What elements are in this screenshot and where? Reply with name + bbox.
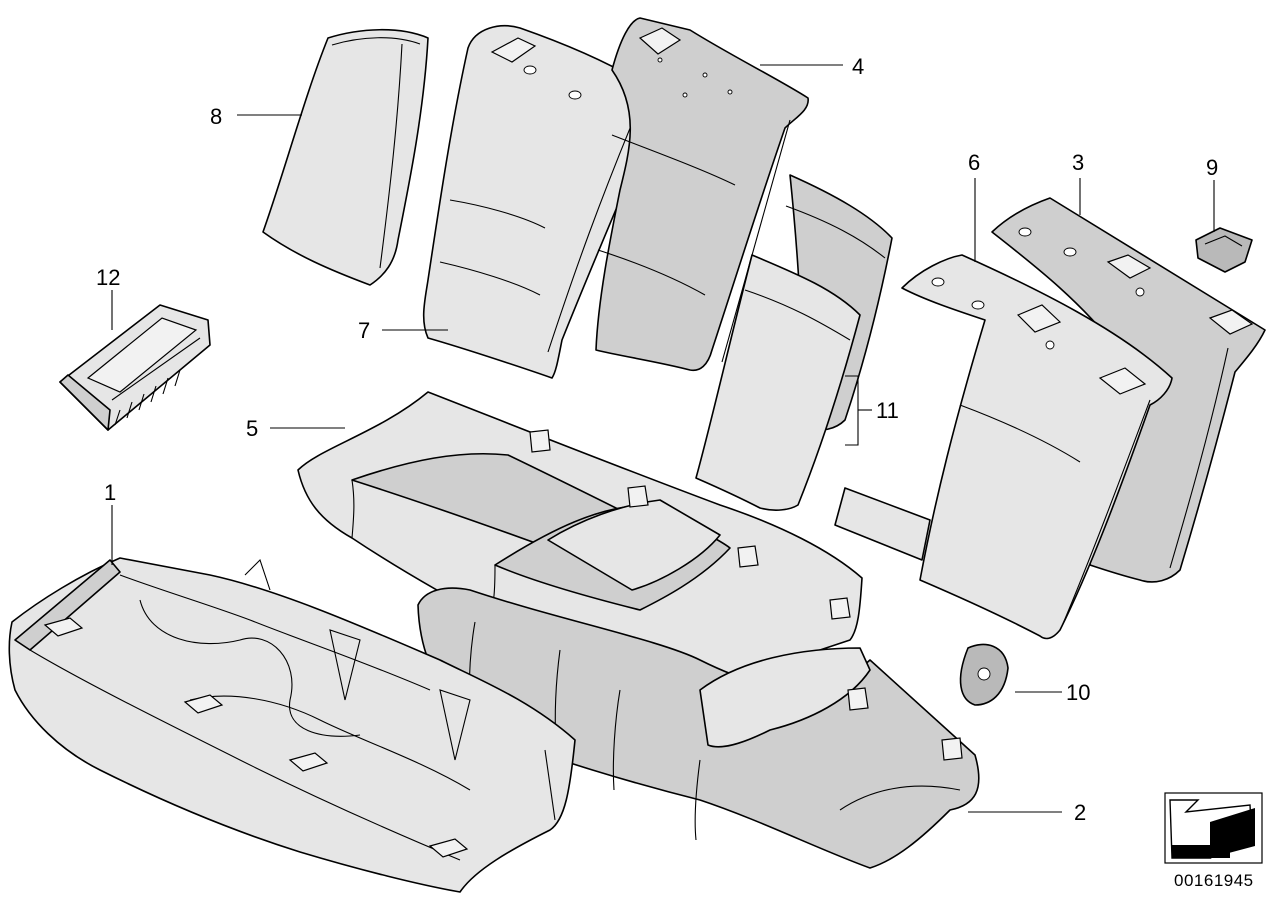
callout-8: 8 bbox=[210, 104, 222, 129]
callout-10: 10 bbox=[1066, 680, 1090, 705]
callout-9: 9 bbox=[1206, 155, 1218, 180]
callout-labels: 8 4 7 6 3 9 12 5 11 1 10 2 bbox=[96, 54, 1218, 825]
callout-3: 3 bbox=[1072, 150, 1084, 175]
callout-7: 7 bbox=[358, 318, 370, 343]
part-1-seat-frame bbox=[8, 557, 576, 893]
callout-11: 11 bbox=[876, 398, 899, 423]
part-4-rear-shell bbox=[595, 17, 809, 372]
orientation-box bbox=[1164, 792, 1263, 864]
part-11-armrest-pad bbox=[695, 174, 893, 511]
callout-6: 6 bbox=[968, 150, 980, 175]
document-number: 00161945 bbox=[1174, 871, 1254, 890]
part-7-backrest-left bbox=[422, 25, 660, 379]
callout-12: 12 bbox=[96, 265, 120, 290]
part-6-backrest-front bbox=[834, 254, 1173, 640]
part-12-storage-tray bbox=[59, 304, 211, 431]
part-5-seat-cushion bbox=[297, 391, 863, 701]
callout-5: 5 bbox=[246, 416, 258, 441]
part-8-side-cover bbox=[262, 28, 429, 286]
part-10-cover-cap bbox=[959, 643, 1009, 706]
orientation-arrow-icon bbox=[1169, 799, 1255, 859]
callout-4: 4 bbox=[852, 54, 864, 79]
callout-2: 2 bbox=[1074, 800, 1086, 825]
callout-1: 1 bbox=[104, 480, 116, 505]
part-9-clip bbox=[1195, 227, 1253, 273]
leader-lines bbox=[111, 64, 1215, 813]
